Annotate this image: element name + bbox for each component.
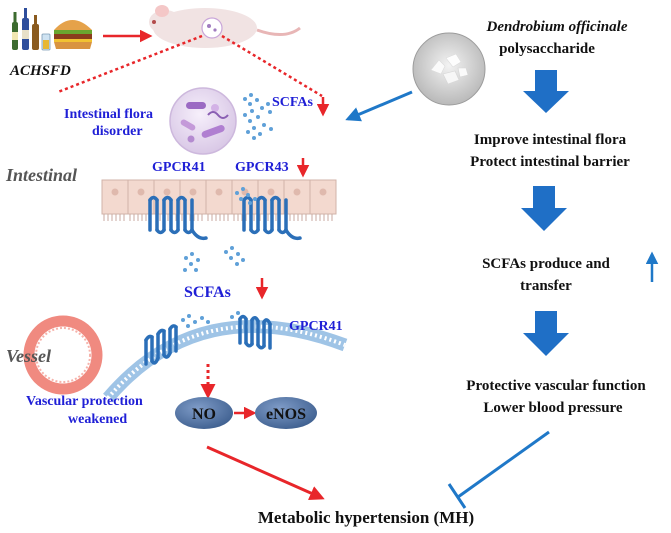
compound-type: polysaccharide <box>499 41 595 57</box>
scfa-particles-vessel <box>181 311 240 328</box>
vascular-label-line2: weakened <box>68 412 127 427</box>
flora-label-line2: disorder <box>92 124 143 139</box>
cell-membrane <box>103 319 348 403</box>
intestinal-flora-icon <box>169 87 237 155</box>
diet-label: ACHSFD <box>9 63 71 79</box>
step3-line1: Protective vascular function <box>466 378 646 394</box>
gpcr41-receptor-intestine <box>148 195 208 241</box>
alcohol-bottles-icon <box>12 8 51 51</box>
step2-line2: transfer <box>520 278 572 294</box>
gpcr41-receptor-vessel <box>238 314 272 350</box>
scfas-mid-label: SCFAs <box>184 284 231 301</box>
inhibit-bar <box>447 483 467 509</box>
enos-label: eNOS <box>266 406 306 423</box>
zoom-line-right <box>221 34 323 98</box>
intestinal-epithelium <box>101 179 337 221</box>
blood-vessel-icon <box>23 315 103 395</box>
right-to-mh-inhibit-line <box>457 430 550 499</box>
step1-line2: Protect intestinal barrier <box>470 154 630 170</box>
scfas-top-label: SCFAs <box>272 95 314 110</box>
step1-line1: Improve intestinal flora <box>474 132 627 148</box>
intestinal-label: Intestinal <box>5 165 77 185</box>
flow-arrow-1 <box>523 70 569 113</box>
vessel-label: Vessel <box>6 346 51 366</box>
polysaccharide-dish-icon <box>412 32 486 106</box>
gpcr-receptor-vessel-left <box>144 324 178 366</box>
outcome-label: Metabolic hypertension (MH) <box>258 508 474 527</box>
flora-label-line1: Intestinal flora <box>64 107 153 122</box>
flow-arrow-2 <box>521 186 567 231</box>
gpcr41-top-label: GPCR41 <box>152 160 206 175</box>
burger-icon <box>54 20 92 49</box>
scfa-particles-receptor <box>235 187 257 205</box>
left-to-mh-arrow <box>206 445 325 500</box>
enos-node: eNOS <box>255 397 317 429</box>
zoom-line-left <box>57 34 203 94</box>
no-label: NO <box>192 406 216 423</box>
flow-arrow-3 <box>523 311 569 356</box>
vascular-label-line1: Vascular protection <box>26 394 143 409</box>
polysaccharide-to-intestine-arrow <box>345 90 413 122</box>
gpcr43-top-label: GPCR43 <box>235 160 289 175</box>
no-node: NO <box>175 397 233 429</box>
scfa-particles-top <box>243 93 273 140</box>
gpcr41-vessel-label: GPCR41 <box>289 319 343 334</box>
mouse-icon <box>149 5 301 48</box>
compound-name: Dendrobium officinale <box>486 19 628 35</box>
scfa-particles-middle <box>183 246 245 272</box>
step2-line1: SCFAs produce and <box>482 256 610 272</box>
step3-line2: Lower blood pressure <box>483 400 623 416</box>
gpcr43-receptor-intestine <box>242 195 302 241</box>
